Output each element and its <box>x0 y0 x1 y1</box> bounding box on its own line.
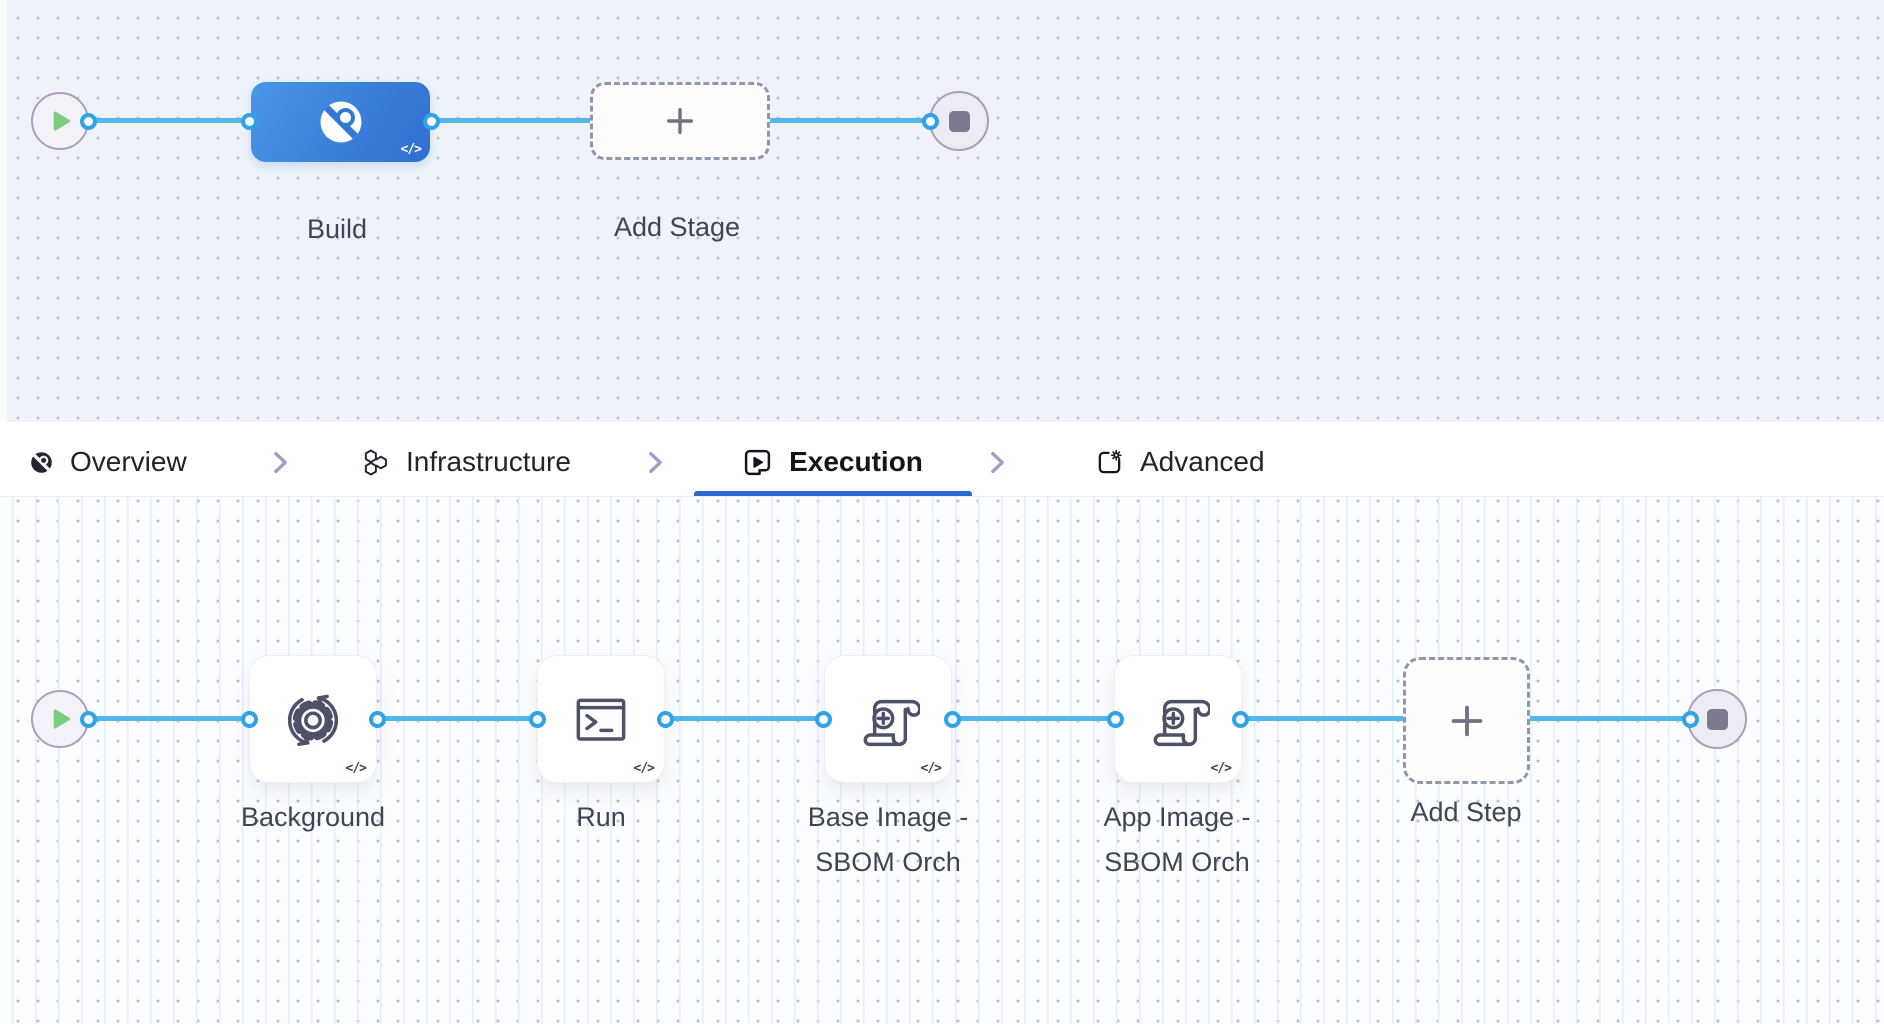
connector-port[interactable] <box>528 710 546 728</box>
connector-port[interactable] <box>943 710 961 728</box>
pipeline-end-node[interactable] <box>929 91 989 151</box>
ci-build-icon <box>317 98 365 146</box>
connector-port[interactable] <box>656 710 674 728</box>
step-node-app-image-sbom[interactable]: </> <box>1114 655 1242 783</box>
step-label: Run <box>576 802 626 832</box>
stage-detail-tabbar: Overview Infrastructure Execution <box>0 422 1884 497</box>
ci-build-icon <box>30 451 53 474</box>
yaml-code-badge[interactable]: </> <box>920 761 943 776</box>
connector-port[interactable] <box>79 112 97 130</box>
add-stage-button[interactable] <box>590 82 770 160</box>
scroll-plus-icon <box>1146 687 1210 751</box>
tab-infrastructure[interactable]: Infrastructure <box>360 422 571 496</box>
canvas-edge <box>0 497 7 1024</box>
plus-icon <box>664 105 696 137</box>
play-icon <box>48 707 72 731</box>
stage-node-build[interactable]: </> <box>251 82 430 162</box>
pipeline-start-node[interactable] <box>31 92 89 150</box>
yaml-code-badge[interactable]: </> <box>345 761 368 776</box>
step-label: App Image - SBOM Orch <box>1103 802 1251 877</box>
scroll-plus-icon <box>856 687 920 751</box>
tab-label: Advanced <box>1140 446 1265 477</box>
connector-port[interactable] <box>814 710 832 728</box>
pipeline-canvas-stages[interactable]: </> Build Add Stage <box>0 0 1884 422</box>
tab-overview[interactable]: Overview <box>30 422 187 496</box>
tab-execution[interactable]: Execution <box>694 422 972 496</box>
plus-icon <box>1448 702 1486 740</box>
canvas-edge <box>0 0 7 422</box>
stage-label: Build <box>306 214 368 244</box>
add-step-label: Add Step <box>1410 797 1522 827</box>
yaml-code-badge[interactable]: </> <box>633 761 656 776</box>
yaml-code-badge[interactable]: </> <box>400 142 423 157</box>
connector-port[interactable] <box>368 710 386 728</box>
step-node-base-image-sbom[interactable]: </> <box>824 655 952 783</box>
hexagons-icon <box>360 448 389 477</box>
connector-port[interactable] <box>1231 710 1249 728</box>
stop-icon <box>1706 708 1728 730</box>
step-node-background[interactable]: </> <box>249 655 377 783</box>
chevron-right-icon <box>273 422 288 496</box>
add-stage-label: Add Stage <box>613 212 741 242</box>
connector-port[interactable] <box>1106 710 1124 728</box>
tab-advanced[interactable]: Advanced <box>1096 422 1265 496</box>
connector-port[interactable] <box>79 710 97 728</box>
pipeline-canvas-steps[interactable]: </> </> </> <box>0 497 1884 1024</box>
yaml-code-badge[interactable]: </> <box>1210 761 1233 776</box>
connector-port[interactable] <box>240 710 258 728</box>
play-icon <box>48 109 72 133</box>
step-node-run[interactable]: </> <box>537 655 665 783</box>
tab-label: Execution <box>789 446 923 477</box>
play-square-icon <box>743 448 772 477</box>
connector-line <box>60 118 959 123</box>
tab-label: Overview <box>70 446 187 477</box>
connector-port[interactable] <box>422 112 440 130</box>
step-label: Base Image - SBOM Orch <box>807 802 969 877</box>
connector-port[interactable] <box>921 112 939 130</box>
step-label: Background <box>240 802 386 832</box>
chevron-right-icon <box>990 422 1005 496</box>
square-gear-icon <box>1096 449 1123 476</box>
stop-icon <box>948 110 970 132</box>
connector-port[interactable] <box>1681 710 1699 728</box>
chevron-right-icon <box>648 422 663 496</box>
add-step-button[interactable] <box>1403 657 1530 784</box>
terminal-icon <box>569 687 633 751</box>
tab-label: Infrastructure <box>406 446 571 477</box>
gear-sync-icon <box>280 686 346 752</box>
connector-port[interactable] <box>240 112 258 130</box>
